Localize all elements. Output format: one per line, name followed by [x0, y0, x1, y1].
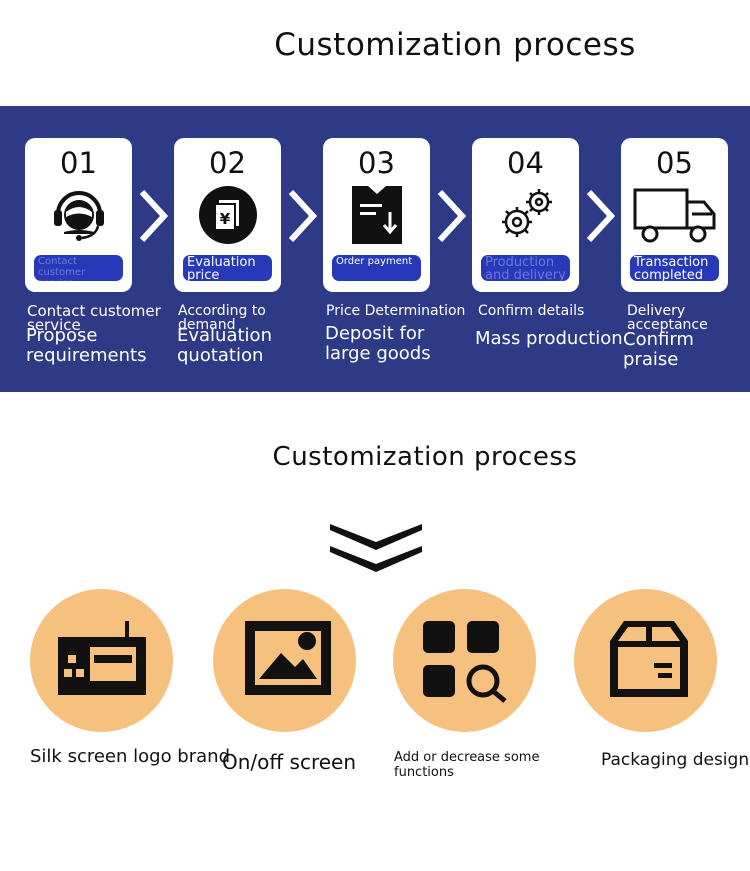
headset-agent-icon — [53, 191, 104, 241]
step-caption-small: Delivery acceptance — [627, 303, 708, 333]
step-card-1: 01 Contact customer service — [25, 138, 132, 292]
step-caption-small: Price Determination — [326, 303, 466, 319]
step-caption-small: According to demand — [178, 303, 266, 333]
step-card-4: 04 Production and delivery — [472, 138, 579, 292]
step-pill: Evaluation price — [183, 255, 272, 281]
chevron-right-icon — [139, 189, 168, 243]
step-caption-big: Confirm praise — [623, 329, 694, 370]
svg-text:¥: ¥ — [219, 210, 230, 228]
double-chevron-down-icon — [330, 524, 422, 572]
option-label: Packaging design — [601, 750, 750, 770]
step-card-3: 03 Order payment — [323, 138, 430, 292]
step-caption-big: Evaluation quotation — [177, 325, 272, 366]
truck-icon — [633, 188, 715, 243]
step-number: 01 — [60, 146, 97, 180]
option-label: On/off screen — [222, 750, 357, 774]
step-card-2: 02 ¥ Evaluation price — [174, 138, 281, 292]
option-label: Silk screen logo brand — [30, 746, 230, 767]
option-circle — [213, 589, 356, 732]
step-number: 02 — [209, 146, 246, 180]
step-number: 05 — [656, 146, 693, 180]
apps-search-icon — [423, 621, 507, 703]
step-card-5: 05 Transaction completed — [621, 138, 728, 292]
step-pill: Order payment — [332, 255, 421, 281]
chevron-right-icon — [586, 189, 615, 243]
gears-icon — [501, 189, 552, 237]
package-box-icon — [610, 621, 688, 697]
step-caption-big: Mass production — [475, 328, 623, 349]
image-icon — [245, 621, 331, 695]
process-band: 01 Contact customer service 02 ¥ Evaluat… — [0, 106, 750, 392]
download-document-icon — [351, 186, 402, 244]
option-circle — [393, 589, 536, 732]
step-pill: Transaction completed — [630, 255, 719, 281]
step-caption-small: Confirm details — [478, 303, 585, 319]
option-label: Add or decrease some functions — [394, 750, 540, 780]
page-title: Customization process — [274, 27, 636, 63]
step-caption-big: Propose requirements — [26, 325, 147, 366]
screen-printer-icon — [58, 621, 146, 695]
option-circle — [30, 589, 173, 732]
step-caption-small: Contact customer service — [27, 302, 161, 334]
chevron-right-icon — [288, 189, 317, 243]
step-number: 04 — [507, 146, 544, 180]
section-title: Customization process — [272, 442, 578, 472]
step-caption-big: Deposit for large goods — [325, 323, 431, 364]
option-circle — [574, 589, 717, 732]
yuan-document-icon: ¥ — [198, 186, 257, 244]
step-pill: Contact customer service — [34, 255, 123, 281]
step-pill: Production and delivery — [481, 255, 570, 281]
chevron-right-icon — [437, 189, 466, 243]
step-number: 03 — [358, 146, 395, 180]
